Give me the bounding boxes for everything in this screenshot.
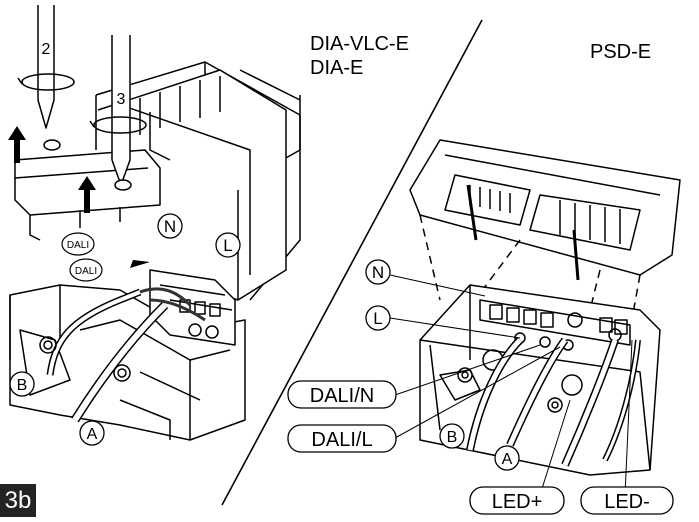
right-header: PSD-E xyxy=(590,41,651,63)
right-terminal-n-circle xyxy=(365,259,391,285)
lift-arrows xyxy=(8,126,96,213)
screwdriver-step-2-label: 2 xyxy=(42,41,51,58)
right-terminal-l-circle xyxy=(365,305,391,331)
dali-tag-2-outline xyxy=(69,258,103,282)
press-arrow xyxy=(130,260,150,268)
left-cable-b-label: B xyxy=(17,377,28,394)
dali-l-pill xyxy=(287,424,397,453)
right-terminal-n-label: N xyxy=(372,263,384,282)
dali-n-pill xyxy=(287,380,397,409)
left-terminal-n-label: N xyxy=(164,217,176,236)
left-terminal-l-label: L xyxy=(223,236,232,255)
left-header-line-1: DIA-VLC-E xyxy=(310,33,409,55)
dali-n-label: DALI/N xyxy=(310,385,374,407)
dali-tag-1-label: DALI xyxy=(67,240,89,251)
dali-tag-2-label: DALI xyxy=(75,266,97,277)
left-terminal-l-circle xyxy=(215,232,241,258)
right-device-drawing xyxy=(409,139,681,476)
right-terminal-l-label: L xyxy=(373,309,382,328)
right-cable-b-circle xyxy=(439,423,465,449)
led-plus-pill xyxy=(469,486,565,515)
dali-tag-1-outline xyxy=(61,232,95,256)
step-badge: 3b xyxy=(0,484,36,517)
led-plus-label: LED+ xyxy=(492,491,543,513)
right-cable-a-label: A xyxy=(502,451,513,468)
left-cable-a-circle xyxy=(79,420,105,446)
right-cable-b-label: B xyxy=(447,429,458,446)
left-device-drawing xyxy=(9,5,301,441)
left-cable-b-circle xyxy=(9,371,35,397)
led-minus-pill xyxy=(580,486,674,515)
left-terminal-n-circle xyxy=(157,213,183,239)
right-cable-a-circle xyxy=(494,445,520,471)
screwdriver-step-3-label: 3 xyxy=(117,91,126,108)
led-minus-label: LED- xyxy=(604,491,650,513)
dali-l-label: DALI/L xyxy=(311,429,372,451)
left-cable-a-label: A xyxy=(87,426,98,443)
left-header-line-2: DIA-E xyxy=(310,57,363,79)
leader-lines xyxy=(389,274,633,496)
panel-divider-line xyxy=(221,19,483,506)
